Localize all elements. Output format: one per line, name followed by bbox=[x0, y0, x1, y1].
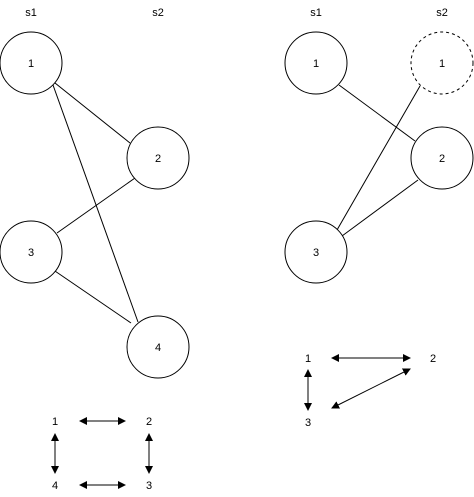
node-circle bbox=[126, 126, 190, 190]
right-summary: 1 2 3 bbox=[304, 353, 436, 429]
summary-label-4: 4 bbox=[52, 480, 58, 492]
summary-label-1: 1 bbox=[305, 353, 311, 365]
left-column-label-s1: s1 bbox=[25, 7, 37, 19]
left-edges bbox=[51, 82, 139, 324]
right-node-1-dashed: 1 bbox=[410, 31, 474, 95]
right-edges bbox=[336, 84, 421, 237]
summary-label-2: 2 bbox=[430, 353, 436, 365]
node-circle-dashed bbox=[410, 31, 474, 95]
node-label: 1 bbox=[439, 58, 445, 70]
summary-label-3: 3 bbox=[305, 417, 311, 429]
edge-r3-r1b bbox=[336, 85, 421, 231]
edge-l3-l2 bbox=[56, 177, 136, 234]
left-node-3: 3 bbox=[0, 220, 63, 284]
right-node-1: 1 bbox=[284, 31, 348, 95]
node-circle bbox=[284, 220, 348, 284]
edge-r1-r2 bbox=[338, 84, 416, 142]
node-label: 3 bbox=[313, 247, 319, 259]
summary-label-1: 1 bbox=[52, 416, 58, 428]
left-column-label-s2: s2 bbox=[152, 7, 164, 19]
node-circle bbox=[284, 31, 348, 95]
node-circle bbox=[410, 126, 474, 190]
summary-label-2: 2 bbox=[146, 416, 152, 428]
right-column-label-s1: s1 bbox=[310, 7, 322, 19]
left-node-4: 4 bbox=[126, 315, 190, 379]
node-label: 1 bbox=[28, 58, 34, 70]
right-node-3: 3 bbox=[284, 220, 348, 284]
node-circle bbox=[0, 31, 63, 95]
node-circle bbox=[0, 220, 63, 284]
node-label: 2 bbox=[439, 153, 445, 165]
edge-r3-r2 bbox=[341, 179, 419, 237]
left-node-1: 1 bbox=[0, 31, 63, 95]
arrow-3-2 bbox=[331, 368, 411, 409]
edge-l3-l4 bbox=[51, 268, 132, 324]
node-label: 2 bbox=[155, 153, 161, 165]
right-node-2: 2 bbox=[410, 126, 474, 190]
node-circle bbox=[126, 315, 190, 379]
edge-l1-l4 bbox=[52, 84, 139, 323]
node-label: 3 bbox=[28, 247, 34, 259]
edge-l1-l2 bbox=[54, 82, 131, 144]
node-label: 4 bbox=[155, 342, 161, 354]
summary-label-3: 3 bbox=[146, 480, 152, 492]
right-column-label-s2: s2 bbox=[436, 7, 448, 19]
left-node-2: 2 bbox=[126, 126, 190, 190]
node-label: 1 bbox=[313, 58, 319, 70]
left-summary: 1 2 4 3 bbox=[51, 416, 153, 492]
